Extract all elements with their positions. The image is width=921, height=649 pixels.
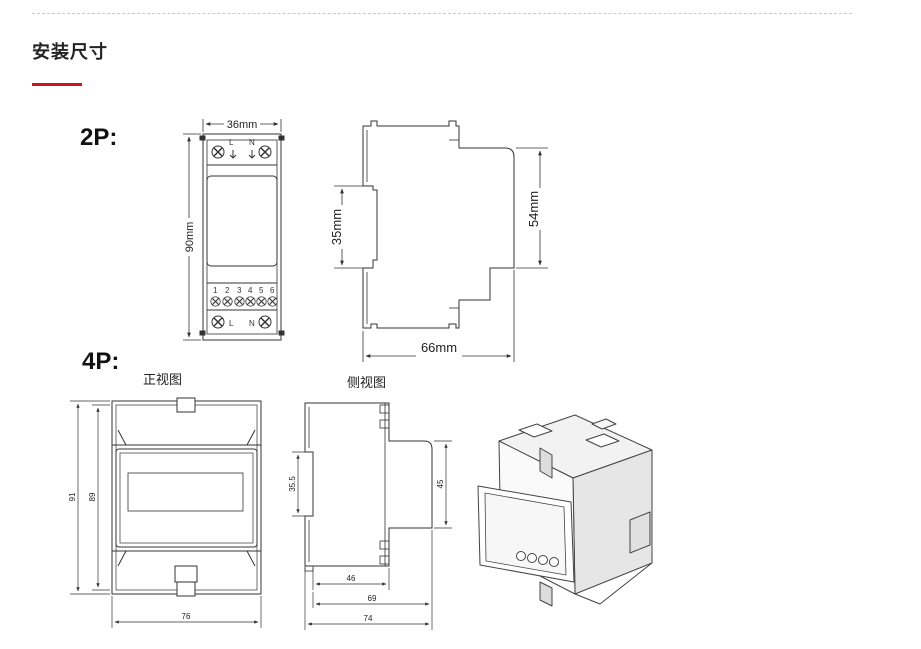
dim-4p-side-74 — [304, 568, 430, 630]
4p-side-view — [304, 402, 433, 567]
dim-4p-front-inner-label: 89 — [88, 492, 97, 501]
dim-2p-length-label: 66mm — [421, 340, 457, 355]
screw-icon — [258, 145, 272, 159]
term-number: 5 — [259, 286, 264, 295]
dim-4p-side-rail-label: 35.5 — [288, 476, 297, 492]
dim-2p-depth-label: 54mm — [526, 191, 541, 227]
screw-icon — [267, 296, 278, 307]
dim-2p-depth — [516, 147, 548, 269]
screw-icon — [222, 296, 233, 307]
top-divider — [32, 13, 852, 14]
front-view-caption: 正视图 — [143, 372, 182, 387]
term-n-bottom: N — [249, 319, 255, 328]
dim-4p-side-46-label: 46 — [347, 574, 356, 583]
2p-front-view — [199, 133, 285, 341]
arrow-down-icon — [229, 150, 237, 159]
screw-icon — [210, 296, 221, 307]
dim-4p-side-74-label: 74 — [364, 614, 373, 623]
4p-isometric-view — [477, 414, 653, 607]
dim-2p-width — [202, 119, 282, 132]
term-number: 3 — [237, 286, 242, 295]
term-number: 1 — [213, 286, 218, 295]
2p-side-details — [366, 130, 459, 324]
title-underline — [32, 83, 82, 86]
dim-2p-rail — [334, 185, 372, 269]
dim-4p-front-inner — [92, 404, 110, 591]
term-l-top: L — [229, 138, 234, 147]
2p-side-view — [362, 120, 515, 329]
dim-2p-width-label: 36mm — [227, 119, 258, 131]
dim-4p-front-outer-label: 91 — [68, 492, 77, 501]
term-n-top: N — [249, 138, 255, 147]
dim-4p-side-rail — [292, 451, 312, 517]
dim-4p-side-depth — [434, 440, 452, 529]
screw-icon — [234, 296, 245, 307]
dim-4p-side-depth-label: 45 — [436, 479, 445, 488]
arrow-down-icon — [248, 150, 256, 159]
screw-icon — [245, 296, 256, 307]
dim-2p-height-label: 90mm — [184, 222, 196, 253]
screw-icon — [256, 296, 267, 307]
term-l-bottom: L — [229, 319, 234, 328]
term-number: 6 — [270, 286, 275, 295]
term-number: 2 — [225, 286, 230, 295]
term-number: 4 — [248, 286, 253, 295]
4p-front-view — [111, 397, 262, 597]
model-2p-label: 2P: — [80, 124, 117, 151]
dim-2p-rail-label: 35mm — [329, 209, 344, 245]
screw-icon — [211, 145, 225, 159]
dim-2p-length — [362, 270, 515, 362]
2p-terminal-row: 1 2 3 4 5 6 — [210, 286, 278, 307]
model-4p-label: 4P: — [82, 348, 119, 375]
screw-icon — [258, 315, 272, 329]
dim-4p-side-69-label: 69 — [368, 594, 377, 603]
side-view-caption: 侧视图 — [347, 375, 386, 390]
dim-2p-height — [183, 133, 201, 341]
dim-4p-side-69 — [312, 530, 433, 630]
4p-side-details — [304, 403, 390, 572]
dim-4p-front-width-label: 76 — [182, 612, 191, 621]
dim-4p-front-width — [111, 596, 262, 628]
dim-4p-side-46 — [312, 568, 390, 590]
section-title: 安装尺寸 — [32, 42, 108, 62]
screw-icon — [211, 315, 225, 329]
dim-4p-front-outer — [70, 400, 110, 595]
